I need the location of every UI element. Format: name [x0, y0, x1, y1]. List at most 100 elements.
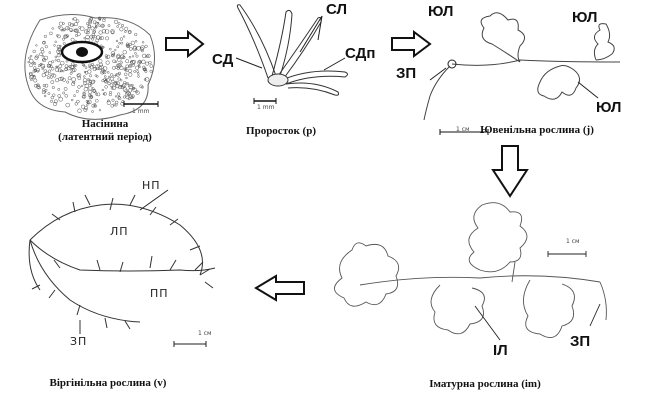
seed-coat-cell — [42, 84, 46, 88]
seed-coat-cell — [76, 32, 81, 37]
seed-coat-cell — [57, 47, 62, 51]
seed-coat-cell — [134, 52, 137, 55]
seed-coat-cell — [50, 99, 53, 103]
seed-coat-cell — [30, 78, 33, 82]
seed-coat-cell — [107, 81, 111, 86]
seed-coat-cell — [58, 76, 63, 82]
seed-coat-cell — [84, 29, 89, 34]
seed-coat-cell — [67, 27, 70, 30]
seed-coat-cell — [124, 89, 128, 93]
seed-coat-cell — [112, 66, 116, 70]
seed-coat-cell — [49, 31, 53, 36]
seed-coat-cell — [94, 25, 98, 28]
seed-coat-cell — [93, 27, 97, 30]
seed-coat-cell — [128, 64, 132, 69]
seed-coat-cell — [87, 99, 92, 105]
seed-coat-cell — [117, 63, 121, 67]
seed-coat-cell — [54, 40, 57, 43]
seed-coat-cell — [44, 88, 48, 92]
seed-coat-cell — [87, 89, 93, 94]
seed-coat-cell — [70, 62, 75, 66]
seed-coat-cell — [41, 55, 45, 58]
seed-coat-cell — [37, 64, 41, 68]
seed-coat-cell — [98, 24, 101, 28]
seed-caption-line1: Насінина — [81, 118, 129, 130]
seed-coat-cell — [110, 29, 115, 34]
seed-coat-cell — [65, 25, 70, 31]
seed-coat-cell — [107, 24, 111, 27]
seed-coat-cell — [79, 26, 85, 31]
seed-coat-cell — [116, 55, 121, 60]
seed-coat-cell — [71, 77, 76, 82]
seed-coat-cell — [85, 99, 89, 103]
seed-coat-cell — [107, 99, 110, 103]
seed-coat-cell — [91, 110, 94, 113]
juvenile-drawing — [423, 12, 621, 135]
seed-coat-cell — [95, 93, 98, 96]
seed-coat-cell — [89, 34, 94, 39]
seed-coat-cell — [59, 26, 64, 31]
seed-coat-cell — [128, 55, 132, 59]
seed-coat-cell — [54, 59, 57, 62]
seed-coat-cell — [89, 80, 93, 84]
seed-coat-cell — [63, 87, 68, 91]
seed-coat-cell — [117, 96, 122, 101]
seed-coat-cell — [122, 50, 127, 55]
seed-coat-cell — [63, 34, 68, 39]
seed-coat-cell — [82, 94, 87, 99]
seed-coat-cell — [89, 74, 93, 78]
seed-caption-line2: (латентний період) — [58, 131, 152, 143]
seed-coat-cell — [64, 94, 69, 98]
seed-coat-cell — [134, 32, 138, 37]
seed-coat-cell — [88, 95, 93, 100]
seed-coat-cell — [116, 45, 120, 49]
seed-coat-cell — [73, 28, 77, 33]
seed-coat-cell — [131, 87, 135, 91]
seed-coat-cell — [105, 36, 110, 41]
seed-coat-cell — [83, 87, 88, 92]
seed-coat-cell — [148, 60, 152, 65]
seed-coat-cell — [42, 41, 46, 45]
seed-coat-cell — [34, 55, 39, 60]
seed-coat-cell — [109, 47, 112, 51]
seed-coat-cell — [89, 94, 93, 98]
seed-coat-cell — [117, 77, 121, 81]
seed-coat-cell — [137, 72, 140, 75]
seed-coat-cell — [50, 95, 54, 100]
seed-coat-cell — [94, 67, 98, 70]
seed-coat-cell — [141, 85, 144, 89]
seed-coat-cell — [75, 89, 79, 93]
seed-coat-cell — [83, 70, 87, 74]
seed-coat-cell — [137, 75, 140, 78]
seed-coat-cell — [100, 36, 104, 40]
seed-coat-cell — [96, 21, 100, 25]
seedling-label-sl: СЛ — [326, 1, 347, 18]
seed-coat-cell — [54, 55, 58, 59]
seed-coat-cell — [115, 81, 120, 86]
seed-coat-cell — [124, 30, 127, 33]
seed-coat-cell — [46, 76, 50, 80]
seed-coat-cell — [82, 80, 88, 86]
seed-coat-cell — [53, 99, 58, 104]
seed-coat-cell — [77, 108, 82, 113]
seed-coat-cell — [43, 69, 48, 74]
seed-coat-cell — [106, 71, 110, 74]
seed-coat-cell — [108, 75, 111, 79]
seed-coat-cell — [120, 41, 124, 45]
seed-coat-cell — [63, 35, 67, 38]
seed-coat-cell — [76, 99, 80, 104]
seed-coat-cell — [114, 48, 117, 52]
seed-coat-cell — [117, 84, 123, 90]
juvenile-scale-label: 1 cм — [456, 126, 470, 133]
seed-coat-cell — [36, 83, 39, 86]
seed-coat-cell — [77, 85, 81, 89]
seed-coat-cell — [44, 94, 47, 98]
seed-coat-cell — [135, 54, 139, 58]
seed-coat-cell — [149, 64, 154, 68]
arrow-right-icon — [165, 29, 205, 59]
seed-coat-cell — [111, 53, 115, 58]
seed-coat-cell — [104, 85, 108, 89]
seed-coat-cell — [82, 64, 86, 67]
seed-coat-cell — [32, 61, 35, 65]
virginile-label-zp: ЗП — [70, 335, 88, 348]
